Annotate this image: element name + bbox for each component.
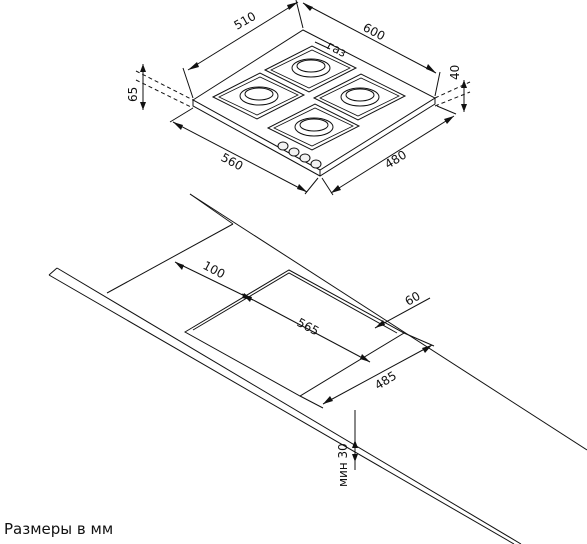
countertop-surface [189, 193, 587, 451]
dim-485-label: 485 [372, 369, 399, 393]
burner-left [211, 72, 306, 120]
burner-back [263, 45, 358, 93]
hob-drawing [135, 0, 471, 196]
units-caption: Размеры в мм [4, 520, 114, 538]
dim-560-label: 560 [219, 150, 246, 173]
dim-min30-label: мин 30 [336, 443, 350, 487]
burner-right [312, 73, 407, 121]
countertop-drawing [48, 193, 587, 544]
dim-565-label: 565 [295, 315, 322, 338]
dim-100-label: 100 [201, 258, 228, 281]
dim-60-label: 60 [403, 289, 423, 309]
dim-480-label: 480 [382, 148, 409, 172]
countertop-cutout [183, 269, 406, 397]
dim-65-label: 65 [126, 87, 140, 102]
control-knobs [277, 141, 322, 169]
burner-front [266, 103, 361, 151]
dim-40-label: 40 [448, 65, 462, 80]
gas-label: газ [325, 38, 349, 60]
